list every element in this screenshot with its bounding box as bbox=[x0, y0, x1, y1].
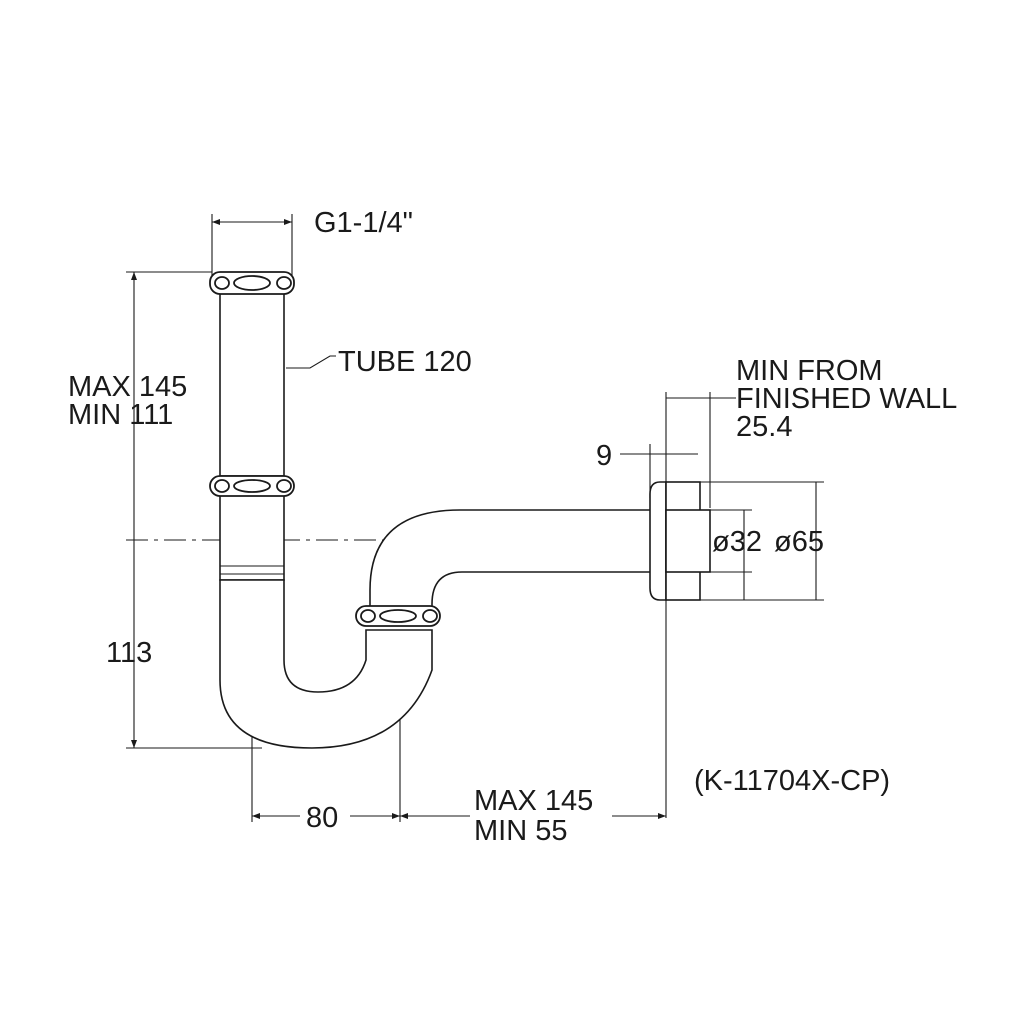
wall-arm bbox=[369, 509, 655, 613]
wall-label-line2: FINISHED WALL bbox=[736, 383, 957, 415]
thread-label: G1-1/4" bbox=[314, 207, 413, 239]
model-number-label: (K-11704X-CP) bbox=[694, 765, 890, 797]
wall-value-label: 25.4 bbox=[736, 411, 792, 443]
tube-label: TUBE 120 bbox=[338, 346, 472, 378]
wall-flange bbox=[649, 481, 667, 601]
reach-max-label: MAX 145 bbox=[474, 785, 593, 817]
flange-label: 9 bbox=[596, 440, 612, 472]
reach-min-label: MIN 55 bbox=[474, 815, 567, 847]
height-max-label: MAX 145 bbox=[68, 371, 187, 403]
tailpiece-tube bbox=[219, 289, 285, 477]
middle-nut bbox=[209, 475, 295, 497]
outer-diameter-label: ø65 bbox=[774, 526, 824, 558]
slip-nuts bbox=[209, 271, 441, 631]
height-drop-label: 113 bbox=[106, 637, 152, 669]
width-label: 80 bbox=[306, 802, 338, 834]
top-nut bbox=[209, 271, 295, 295]
height-min-label: MIN 111 bbox=[68, 399, 173, 431]
u-bend bbox=[219, 579, 433, 749]
dimension-labels: G1-1/4" TUBE 120 MAX 145 MIN 111 113 MIN… bbox=[68, 207, 957, 847]
trap-pipe bbox=[219, 289, 711, 749]
dimension-lines bbox=[126, 214, 824, 822]
wall-label-line1: MIN FROM bbox=[736, 355, 883, 387]
inner-diameter-label: ø32 bbox=[712, 526, 762, 558]
trap-nut bbox=[355, 605, 441, 631]
